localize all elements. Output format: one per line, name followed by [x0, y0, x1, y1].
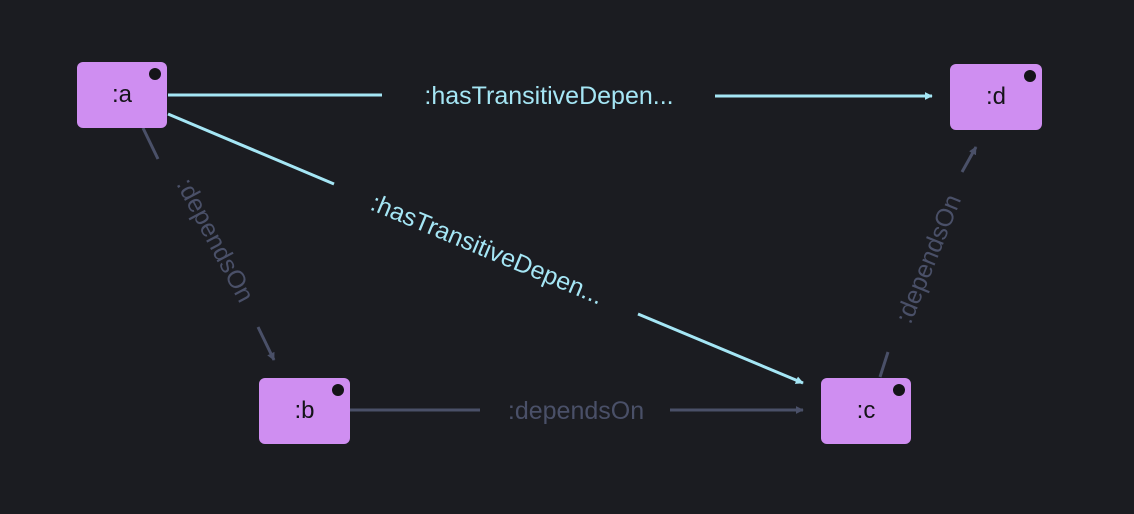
edge-a-to-b-label: :dependsOn [171, 174, 260, 307]
edge-c-to-d-line-end [960, 146, 978, 173]
edge-a-to-c[interactable]: :hasTransitiveDepen... [167, 112, 804, 385]
edge-a-to-d-label: :hasTransitiveDepen... [424, 82, 673, 110]
edge-a-to-c-line-end [637, 312, 804, 385]
node-d-label: :d [985, 83, 1006, 110]
edge-c-to-d-line-start [878, 351, 890, 378]
edge-a-to-b-line-end [256, 326, 276, 361]
node-b-label: :b [294, 397, 315, 424]
node-b[interactable]: :b [259, 378, 350, 444]
edge-a-to-d[interactable]: :hasTransitiveDepen... [168, 82, 933, 110]
edge-b-to-c[interactable]: :dependsOn [350, 397, 804, 425]
node-a[interactable]: :a [77, 62, 167, 128]
node-d[interactable]: :d [950, 64, 1042, 130]
edge-a-to-c-label: :hasTransitiveDepen... [367, 189, 608, 311]
node-a-handle-dot[interactable] [149, 68, 161, 80]
edge-c-to-d[interactable]: :dependsOn [878, 146, 978, 378]
node-c-handle-dot[interactable] [893, 384, 905, 396]
node-b-handle-dot[interactable] [332, 384, 344, 396]
edge-b-to-c-label: :dependsOn [508, 397, 644, 425]
node-c[interactable]: :c [821, 378, 911, 444]
edge-a-to-b-line-start [141, 127, 160, 160]
node-a-label: :a [111, 81, 132, 108]
edge-a-to-c-line-start [167, 112, 335, 186]
node-d-handle-dot[interactable] [1024, 70, 1036, 82]
edge-c-to-d-label: :dependsOn [890, 191, 967, 328]
node-c-label: :c [856, 397, 876, 424]
edge-a-to-b[interactable]: :dependsOn [141, 127, 276, 361]
